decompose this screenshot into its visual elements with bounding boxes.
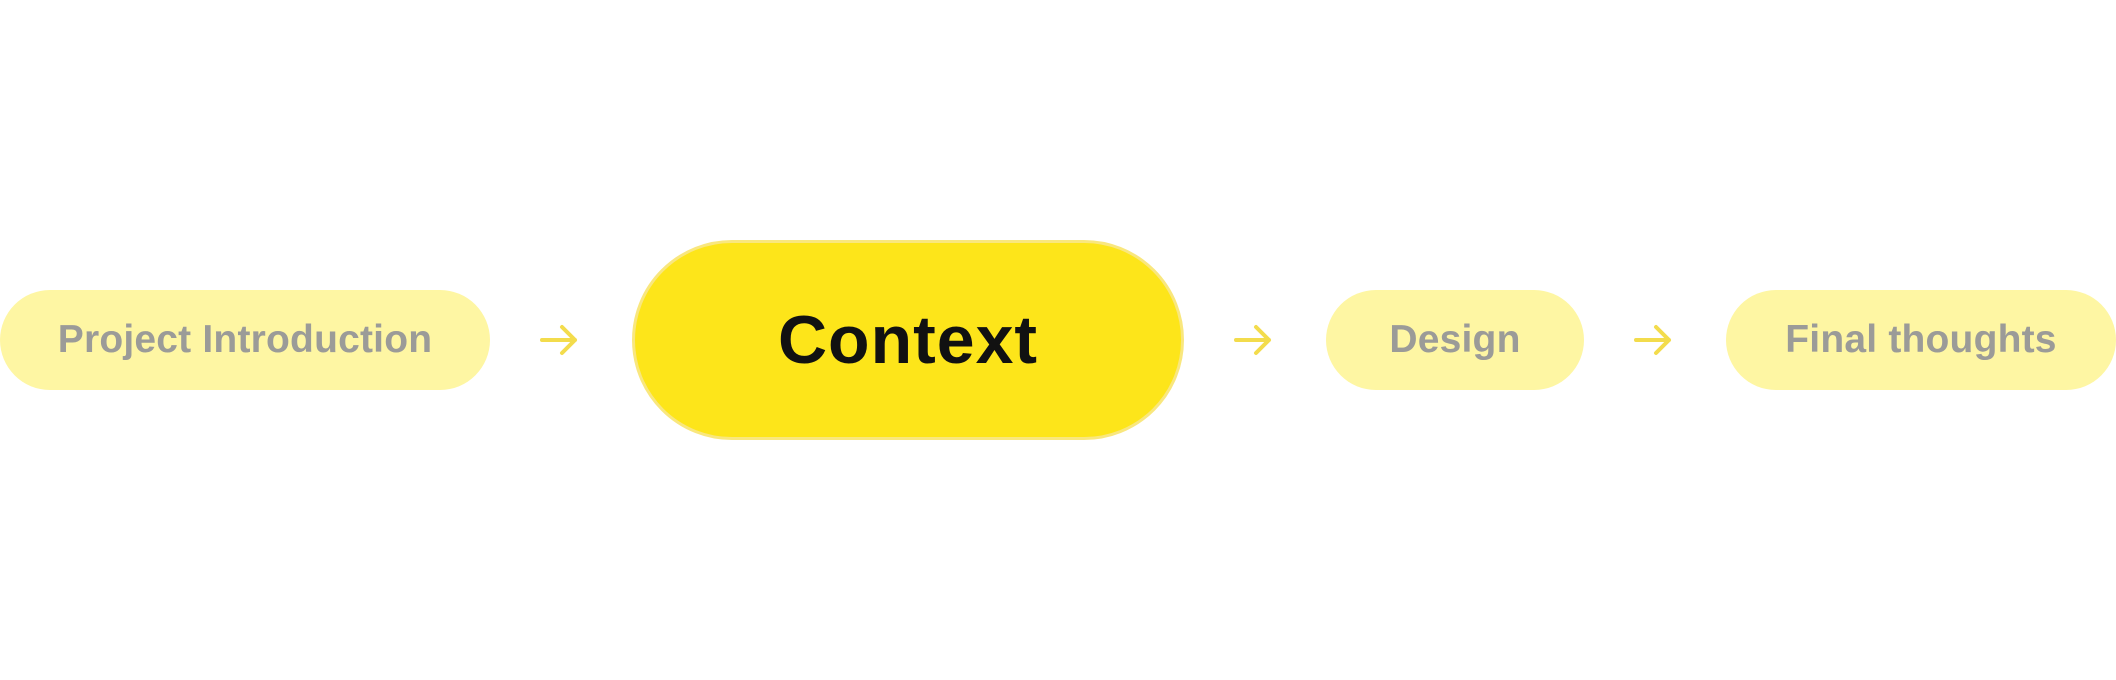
step-label: Final thoughts [1785,318,2057,361]
step-final-thoughts[interactable]: Final thoughts [1726,290,2116,390]
step-label: Design [1389,318,1521,361]
arrow-right-icon [1234,322,1274,358]
step-project-introduction[interactable]: Project Introduction [0,290,490,390]
arrow-right-icon [540,322,580,358]
step-context[interactable]: Context [632,240,1184,440]
step-label: Project Introduction [57,318,433,361]
step-label: Context [777,302,1039,378]
step-design[interactable]: Design [1326,290,1584,390]
arrow-right-icon [1634,322,1674,358]
